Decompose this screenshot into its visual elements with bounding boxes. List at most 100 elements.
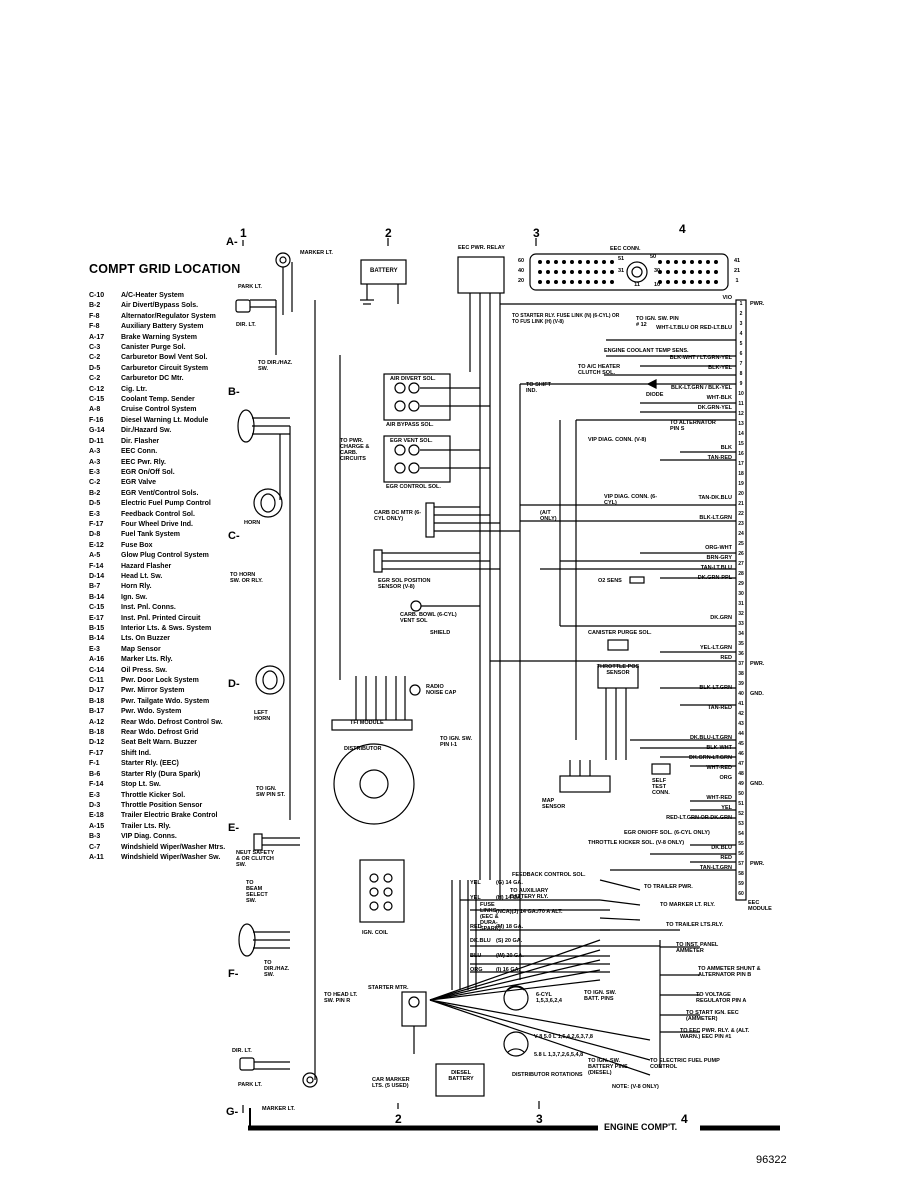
to-start-ign-label: TO START IGN. EEC (AMMETER) <box>686 1010 739 1022</box>
eec-pin-number: 2 <box>739 311 743 317</box>
grid-location-name: Ign. Sw. <box>121 593 148 601</box>
grid-location-code: A-5 <box>89 552 101 560</box>
grid-location-name: Pwr. Wdo. System <box>121 708 182 716</box>
grid-location-code: D-5 <box>89 364 101 372</box>
eec-wire-color: TAN-DK.BLU <box>698 495 732 501</box>
eec-pin-number: 56 <box>738 851 744 857</box>
grid-location-name: Trailer Lts. Rly. <box>121 822 171 830</box>
grid-location-code: B-17 <box>89 708 105 716</box>
eec-wire-color: TAN-LT.BLU <box>700 565 732 571</box>
grid-location-code: E-3 <box>89 510 100 518</box>
eec-pin-note: PWR. <box>750 661 765 667</box>
starter-rly-fuse-label: TO STARTER RLY. FUSE LINK (N) (6-CYL) OR… <box>512 313 620 325</box>
grid-location-code: D-5 <box>89 500 101 508</box>
eec-conn-pin-1: 1 <box>735 278 739 284</box>
column-marker-3-bottom: 3 <box>536 1112 543 1126</box>
grid-location-code: F-17 <box>89 520 104 528</box>
grid-location-code: A-11 <box>89 853 104 861</box>
eec-conn-pin-20: 20 <box>517 278 525 284</box>
eec-conn-pin-50: 50 <box>649 254 657 260</box>
eec-wire-color: YEL-LT.GRN <box>700 645 732 651</box>
map-sensor-label: MAP SENSOR <box>542 798 566 810</box>
grid-location-code: C-2 <box>89 375 101 383</box>
grid-location-code: C-15 <box>89 604 105 612</box>
grid-location-code: A-17 <box>89 333 105 341</box>
eec-wire-color: ORG <box>719 775 732 781</box>
ac-heater-clutch-label: TO A/C HEATER CLUTCH SOL. <box>578 364 621 376</box>
six-cyl-label: 6-CYL 1,5,3,6,2,4 <box>536 992 562 1004</box>
canister-purge-label: CANISTER PURGE SOL. <box>588 630 652 636</box>
eec-conn-pin-30: 30 <box>653 268 661 274</box>
eec-pin-number: 5 <box>739 341 743 347</box>
eec-pin-number: 13 <box>738 421 744 427</box>
egr-sol-pos-label: EGR SOL POSITION SENSOR (V-8) <box>378 578 431 590</box>
grid-location-name: Pwr. Tailgate Wdo. System <box>121 697 210 705</box>
to-dir-haz-label: TO DIR./HAZ. SW. <box>258 360 293 372</box>
to-ign-sw-battery-diesel-label: TO IGN. SW. BATTERY PINS (DIESEL) <box>588 1058 628 1076</box>
to-horn-label: TO HORN SW. OR RLY. <box>230 572 263 584</box>
to-aux-battery-label: TO AUXILIARY BATTERY RLY. <box>510 888 549 900</box>
fuse-wire-gauge: (NCA)(J) 14 GA./70 A ALT. <box>496 909 563 915</box>
eec-pin-number: 35 <box>738 641 744 647</box>
eec-pin-number: 4 <box>739 331 743 337</box>
eec-pin-number: 1 <box>739 301 743 307</box>
eec-pin-number: 22 <box>738 511 744 517</box>
grid-location-name: Throttle Kicker Sol. <box>121 791 186 799</box>
fuse-wire-color: DK.BLU <box>470 938 491 944</box>
grid-location-code: C-3 <box>89 344 101 352</box>
eec-pin-number: 53 <box>738 821 744 827</box>
eec-conn-pin-21: 21 <box>733 268 741 274</box>
self-test-label: SELF TEST CONN. <box>652 778 670 796</box>
eec-wire-color: BLK <box>720 445 732 451</box>
eec-pin-number: 38 <box>738 671 744 677</box>
eec-module-label: EEC MODULE <box>748 900 772 912</box>
grid-location-name: Windshield Wiper/Washer Sw. <box>121 853 221 861</box>
grid-location-code: B-2 <box>89 302 101 310</box>
eec-pwr-relay-label: EEC PWR. RELAY <box>458 245 505 251</box>
to-ign-sw-pin12-label: TO IGN. SW. PIN # 12 <box>636 316 679 328</box>
grid-location-code: B-14 <box>89 593 105 601</box>
to-pwr-charge-label: TO PWR. CHARGE & CARB. CIRCUITS <box>340 438 370 462</box>
eec-pin-number: 14 <box>738 431 744 437</box>
fuse-wire-gauge: (G) 14 GA. <box>496 880 523 886</box>
eec-pin-number: 45 <box>738 741 744 747</box>
dist-rotations-label: DISTRIBUTOR ROTATIONS <box>512 1072 583 1078</box>
eec-pin-number: 29 <box>738 581 744 587</box>
to-ign-sw-st-label: TO IGN. SW PIN ST. <box>256 786 286 798</box>
grid-location-code: F-1 <box>89 760 100 768</box>
eec-pin-number: 44 <box>738 731 744 737</box>
coolant-temp-label: ENGINE COOLANT TEMP SENS. <box>604 348 689 354</box>
left-horn-label: LEFT HORN <box>254 710 271 722</box>
grid-location-code: G-14 <box>89 427 105 435</box>
eec-pin-number: 34 <box>738 631 744 637</box>
eec-pin-number: 50 <box>738 791 744 797</box>
page-title: COMPT GRID LOCATION <box>89 262 241 276</box>
egr-vent-label: EGR VENT SOL. <box>390 438 433 444</box>
eec-wire-color: WHT-BLK <box>706 395 732 401</box>
vip-diag-v8-label: VIP DIAG. CONN. (V-8) <box>588 437 647 443</box>
to-head-lt-label: TO HEAD LT. SW. PIN R <box>324 992 358 1004</box>
o2-sens-label: O2 SENS <box>598 578 622 584</box>
eec-pin-number: 51 <box>738 801 744 807</box>
grid-location-code: C-7 <box>89 843 101 851</box>
grid-location-name: EGR Valve <box>121 479 157 487</box>
eec-pin-number: 6 <box>739 351 743 357</box>
to-trailer-pwr-label: TO TRAILER PWR. <box>644 884 693 890</box>
eec-pin-number: 48 <box>738 771 744 777</box>
eec-pin-number: 11 <box>738 401 744 407</box>
grid-location-name: Alternator/Regulator System <box>121 312 216 320</box>
grid-location-row: B-14 Ign. Sw. <box>89 593 239 603</box>
